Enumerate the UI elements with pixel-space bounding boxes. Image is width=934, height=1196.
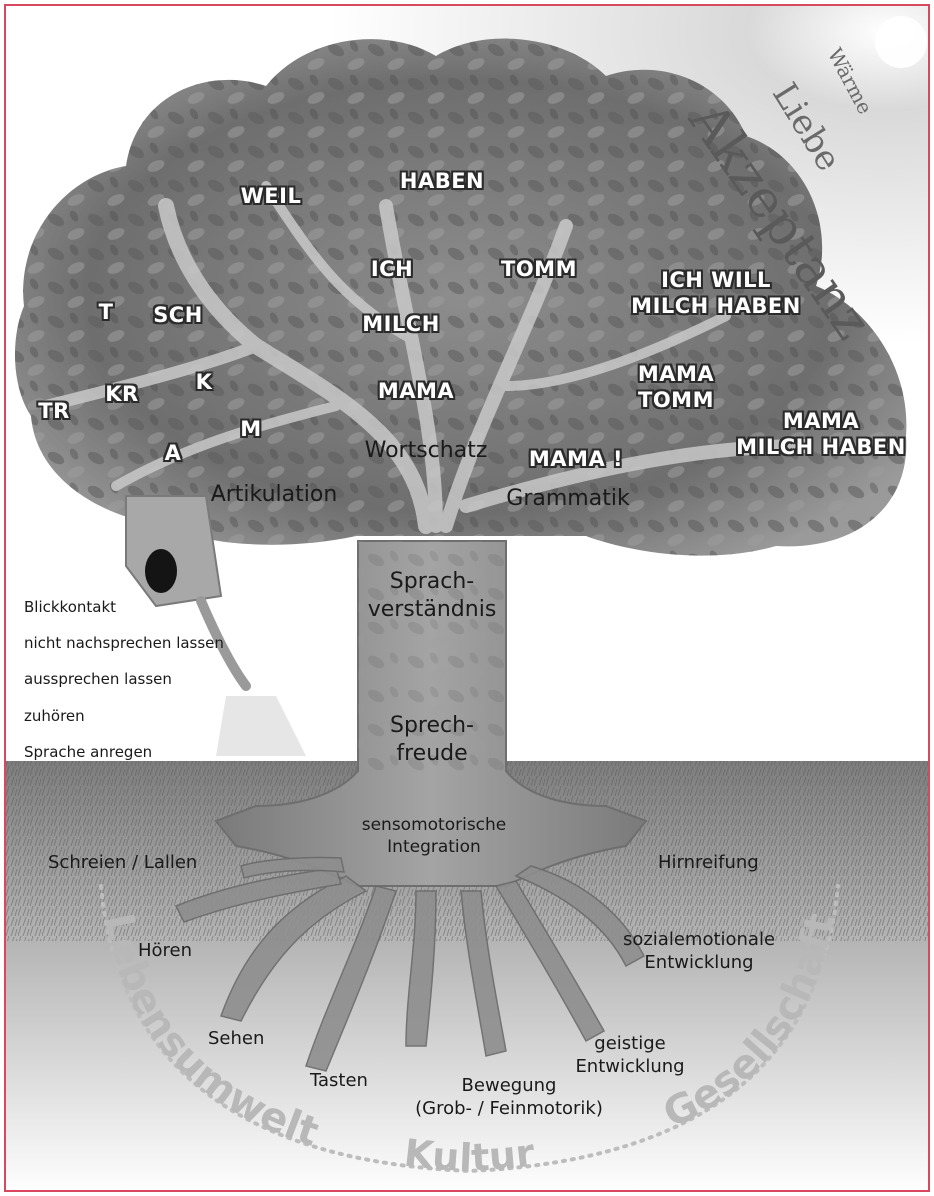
branch-label-artikulation: Artikulation: [211, 482, 338, 507]
sentence-mama-tomm: MAMA TOMM: [638, 361, 714, 414]
tip-nicht-nachsprechen: nicht nachsprechen lassen: [24, 634, 224, 652]
sound-k: K: [196, 369, 213, 395]
branch-label-wortschatz: Wortschatz: [365, 438, 488, 463]
word-weil: WEIL: [241, 183, 302, 209]
root-sehen: Sehen: [208, 1028, 264, 1049]
trunk-label-sprachverstaendnis: Sprach- verständnis: [368, 568, 497, 623]
tip-blickkontakt: Blickkontakt: [24, 598, 116, 616]
root-hirnreifung: Hirnreifung: [658, 852, 759, 873]
word-milch: MILCH: [362, 311, 440, 337]
sound-t: T: [99, 299, 114, 325]
sentence-mama-excl: MAMA !: [529, 446, 623, 472]
branch-label-grammatik: Grammatik: [506, 486, 629, 511]
root-tasten: Tasten: [310, 1070, 368, 1091]
word-ich: ICH: [371, 256, 413, 282]
root-schreien-lallen: Schreien / Lallen: [48, 852, 197, 873]
word-tomm: TOMM: [501, 256, 577, 282]
diagram-frame: Wärme Liebe Akzeptanz TR KR T SCH K A M …: [4, 4, 930, 1192]
sound-tr: TR: [38, 398, 70, 424]
root-bewegung: Bewegung (Grob- / Feinmotorik): [415, 1074, 603, 1121]
sound-kr: KR: [105, 381, 138, 407]
sentence-mama-milch-haben: MAMA MILCH HABEN: [736, 408, 906, 461]
root-geistige-entwicklung: geistige Entwicklung: [575, 1032, 684, 1079]
root-hoeren: Hören: [138, 940, 192, 961]
word-haben: HABEN: [400, 168, 484, 194]
sentence-ich-will-milch-haben: ICH WILL MILCH HABEN: [631, 267, 801, 320]
sound-sch: SCH: [153, 302, 203, 328]
tip-zuhoeren: zuhören: [24, 707, 85, 725]
word-mama: MAMA: [378, 378, 454, 404]
tip-aussprechen-lassen: aussprechen lassen: [24, 670, 172, 688]
sound-m: M: [240, 416, 261, 442]
trunk-label-sprechfreude: Sprech- freude: [390, 712, 474, 767]
sound-a: A: [165, 440, 182, 466]
tip-sprache-anregen: Sprache anregen: [24, 743, 152, 761]
root-sozialemotional: sozialemotionale Entwicklung: [623, 928, 775, 975]
root-center-sensomotorik: sensomotorische Integration: [362, 814, 507, 858]
